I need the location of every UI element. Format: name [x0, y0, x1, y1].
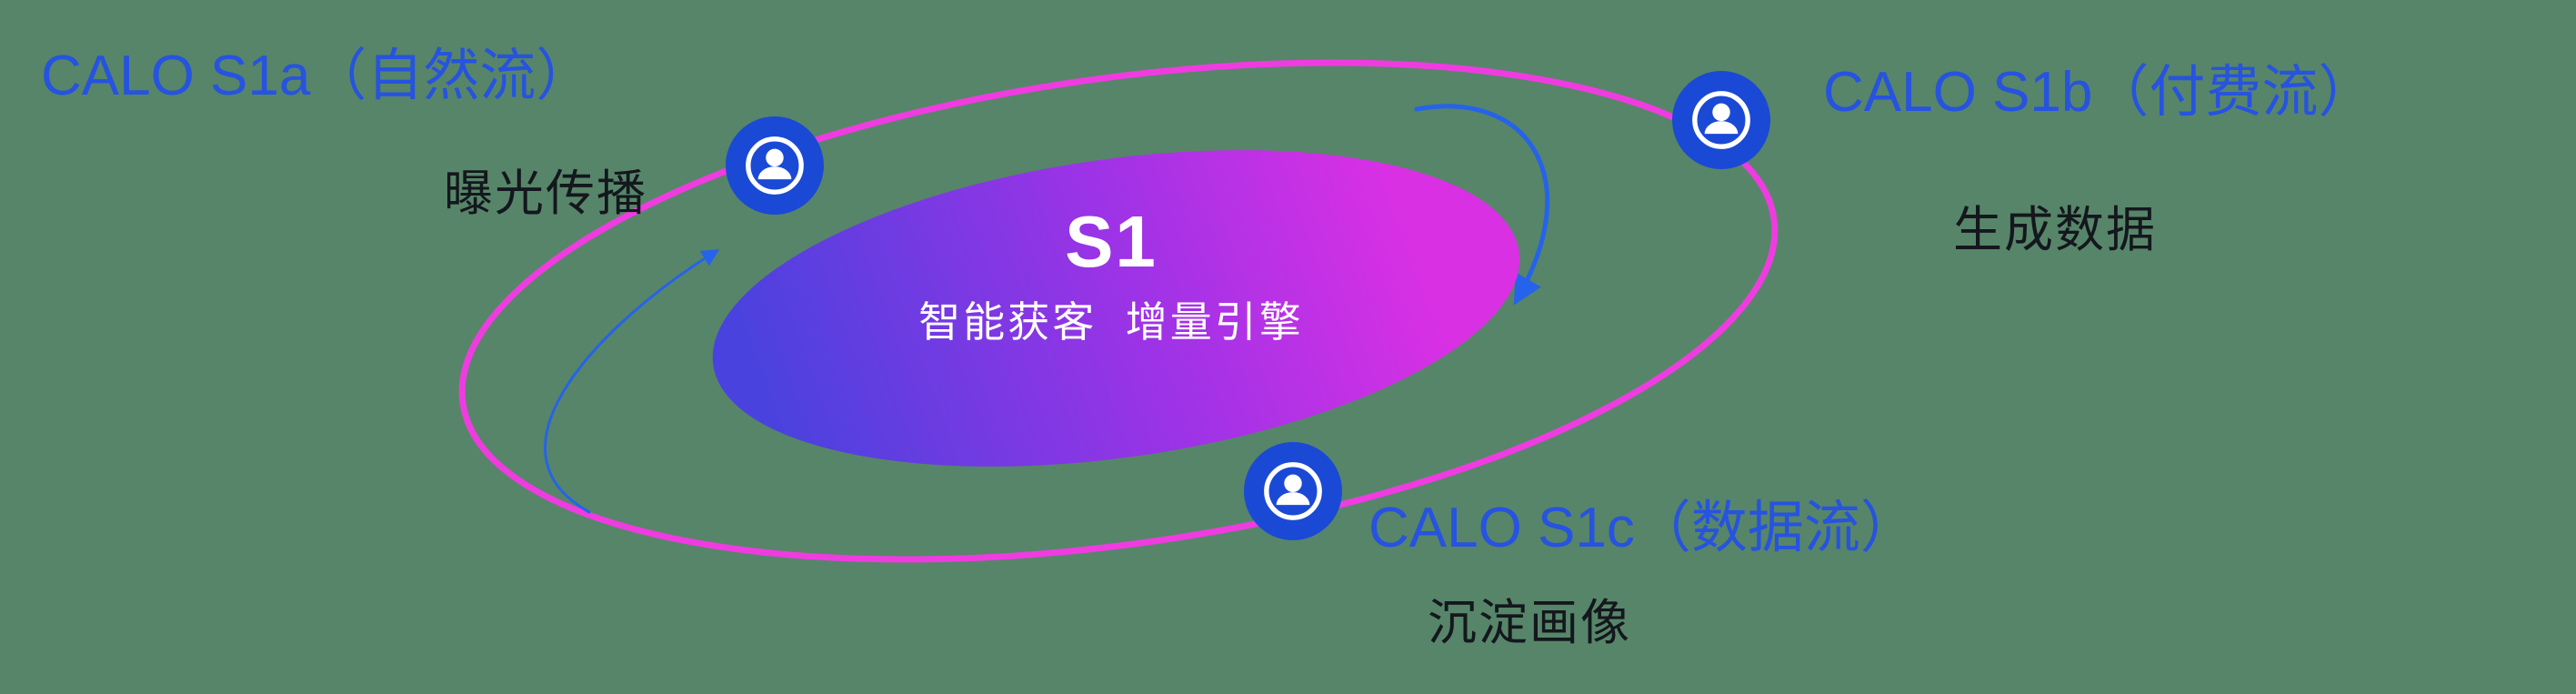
label-s1a-subtitle: 曝光传播 — [444, 166, 647, 221]
node-s1b — [1672, 71, 1770, 169]
node-s1a — [726, 116, 824, 215]
label-s1c-title: CALO S1c（数据流） — [1368, 497, 1917, 559]
label-s1b-subtitle: 生成数据 — [1953, 203, 2157, 257]
orbit-ring — [458, 59, 1779, 563]
flow-arrow-left — [544, 248, 720, 514]
node-s1c — [1244, 442, 1342, 540]
label-s1b-title: CALO S1b（付费流） — [1823, 61, 2375, 124]
person-circle-icon — [726, 116, 824, 215]
label-s1c-subtitle: 沉淀画像 — [1428, 596, 1631, 650]
label-s1a-title: CALO S1a（自然流） — [41, 45, 593, 107]
flow-arrow-right — [1414, 104, 1550, 306]
center-text-block: S1 智能获客 增量引擎 — [747, 204, 1475, 349]
person-circle-icon — [1244, 442, 1342, 540]
center-subtitle: 智能获客 增量引擎 — [918, 298, 1304, 346]
person-circle-icon — [1672, 71, 1770, 169]
center-title: S1 — [1065, 201, 1158, 282]
